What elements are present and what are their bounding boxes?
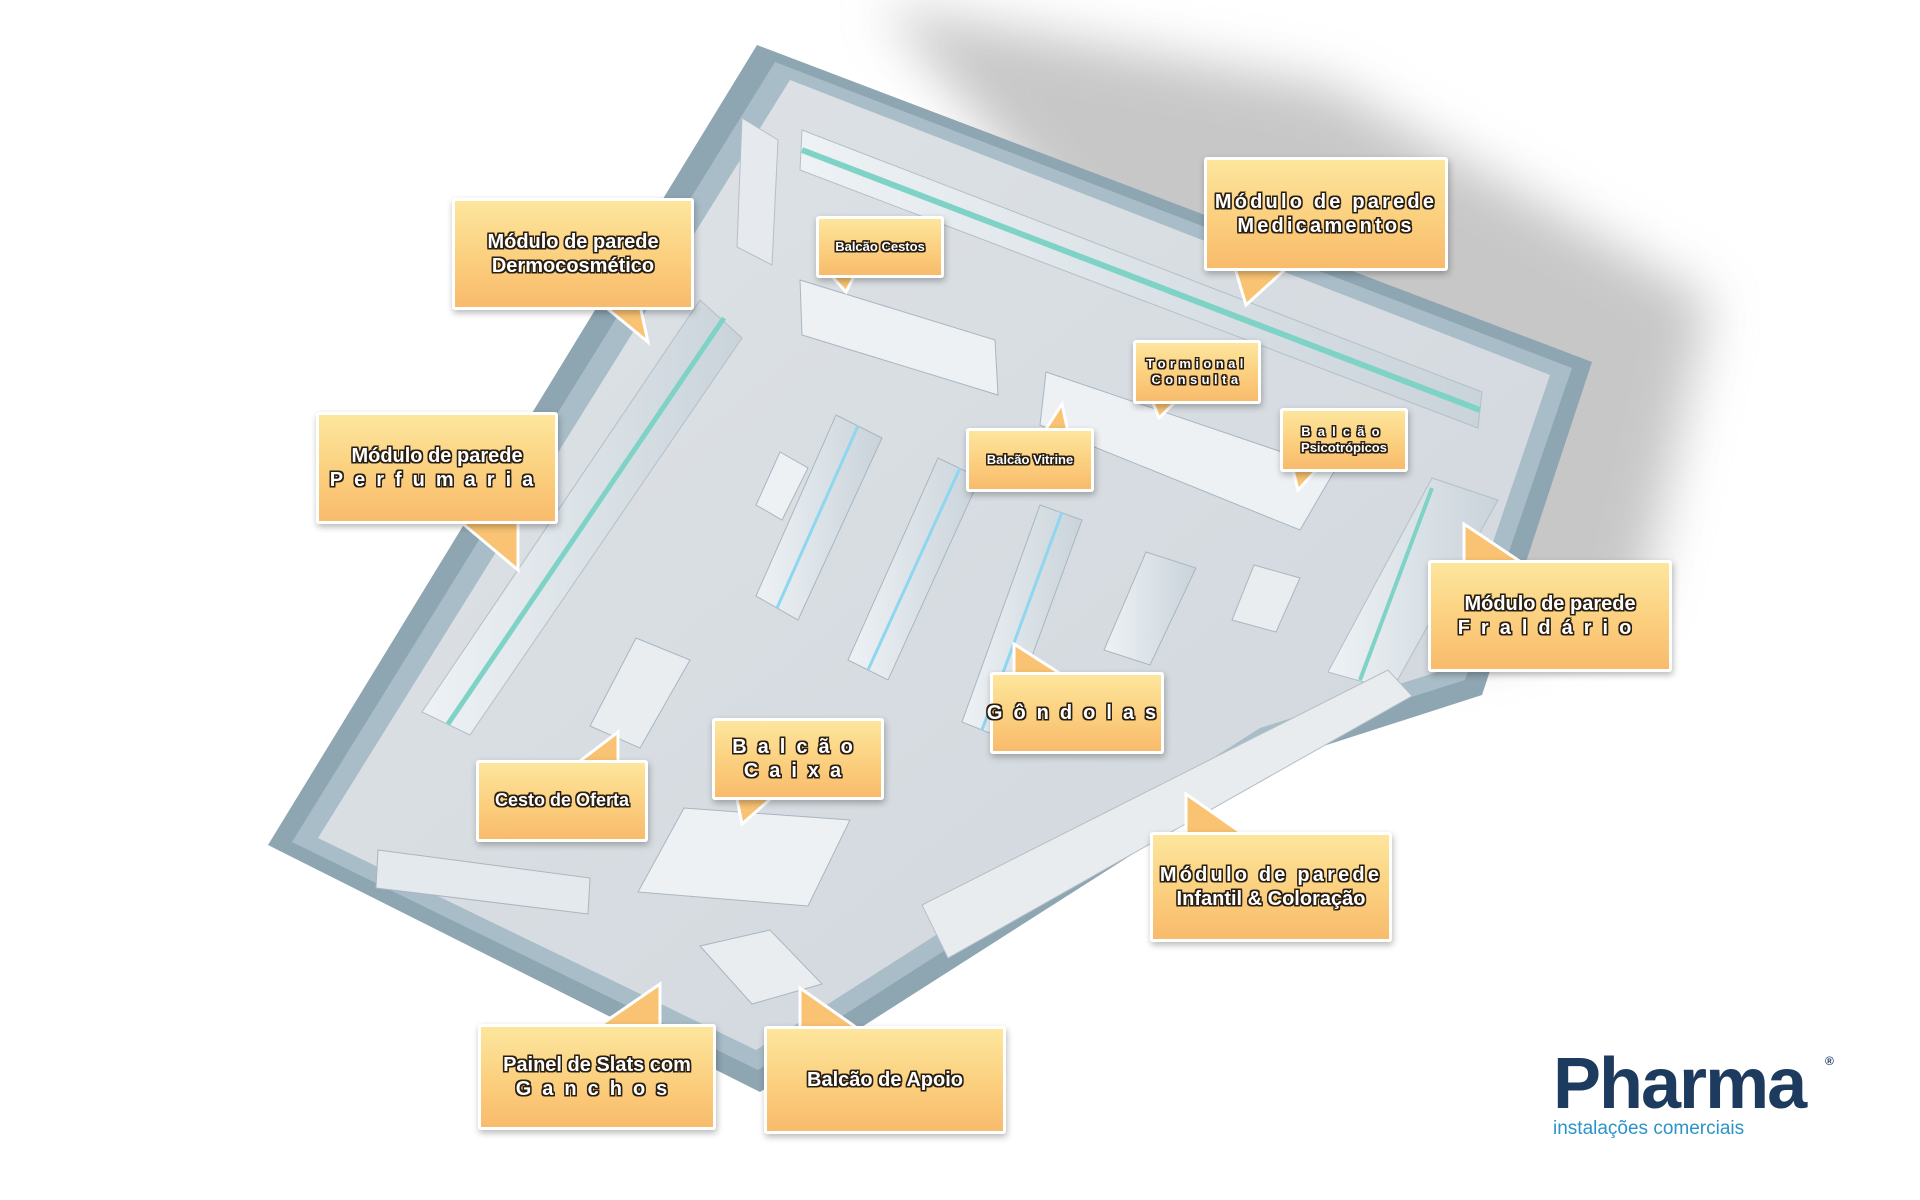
callout-terminal-consulta-line2: Consulta xyxy=(1151,372,1243,387)
callout-dermocosmetico-line1: Módulo de parede xyxy=(487,231,659,253)
callout-balcao-caixa-line2: Caixa xyxy=(743,760,853,782)
balcao-cestos-counter xyxy=(799,279,999,396)
pharma-logo-tagline: instalações comerciais xyxy=(1553,1118,1745,1139)
painel-slats-unit xyxy=(375,849,591,915)
pharma-logo-wordmark: Pharma xyxy=(1553,1044,1807,1124)
pharma-logo: Pharma ® instalações comerciais xyxy=(1553,1044,1834,1148)
callout-balcao-vitrine-line1: Balcão Vitrine xyxy=(986,452,1074,468)
callout-balcao-psicotropicos-line2: Psicotrópicos xyxy=(1301,440,1387,455)
balcao-caixa-counter xyxy=(637,807,851,907)
callout-painel-slats-line2: Ganchos xyxy=(515,1078,679,1100)
display-kiosk xyxy=(755,451,809,521)
callout-infantil-coloracao-line1: Módulo de parede xyxy=(1159,864,1383,886)
callout-terminal-consulta-line1: Tormional xyxy=(1146,356,1248,372)
callout-balcao-psicotropicos-line1: Balcão xyxy=(1301,424,1387,440)
callout-gondolas-line1: Gôndolas xyxy=(986,702,1168,724)
callout-fraldario-line2: Fraldário xyxy=(1457,617,1643,639)
callout-fraldario-line1: Módulo de parede xyxy=(1464,593,1636,615)
vitrine-counter xyxy=(1039,371,1336,531)
callout-medicamentos-line1: Módulo de parede xyxy=(1214,191,1438,213)
cesto-de-oferta-unit xyxy=(589,637,691,749)
left-partition xyxy=(736,117,779,266)
callout-painel-slats-line1: Painel de Slats com xyxy=(503,1054,691,1076)
callout-dermocosmetico-line2: Dermocosmético xyxy=(491,255,655,277)
callout-balcao-caixa-line1: Balcão xyxy=(732,736,864,758)
registered-mark: ® xyxy=(1825,1054,1834,1068)
callout-infantil-coloracao-line2: Infantil & Coloração xyxy=(1176,888,1366,910)
perfumaria-header-strip xyxy=(445,316,727,726)
callout-medicamentos-line2: Medicamentos xyxy=(1237,215,1415,237)
callout-cesto-oferta-line1: Cesto de Oferta xyxy=(494,790,630,811)
callout-perfumaria-line2: Perfumaria xyxy=(329,469,545,491)
callout-balcao-apoio-line1: Balcão de Apoio xyxy=(807,1069,963,1091)
fraldario-header-strip xyxy=(1358,487,1434,681)
basket-unit xyxy=(1231,564,1301,633)
callout-balcao-cestos-line1: Balcão Cestos xyxy=(835,239,925,255)
infantil-wall-module xyxy=(921,669,1413,959)
medicamentos-header-strip xyxy=(800,147,1482,413)
callout-perfumaria-line1: Módulo de parede xyxy=(351,445,523,467)
balcao-de-apoio-counter xyxy=(699,929,823,1005)
